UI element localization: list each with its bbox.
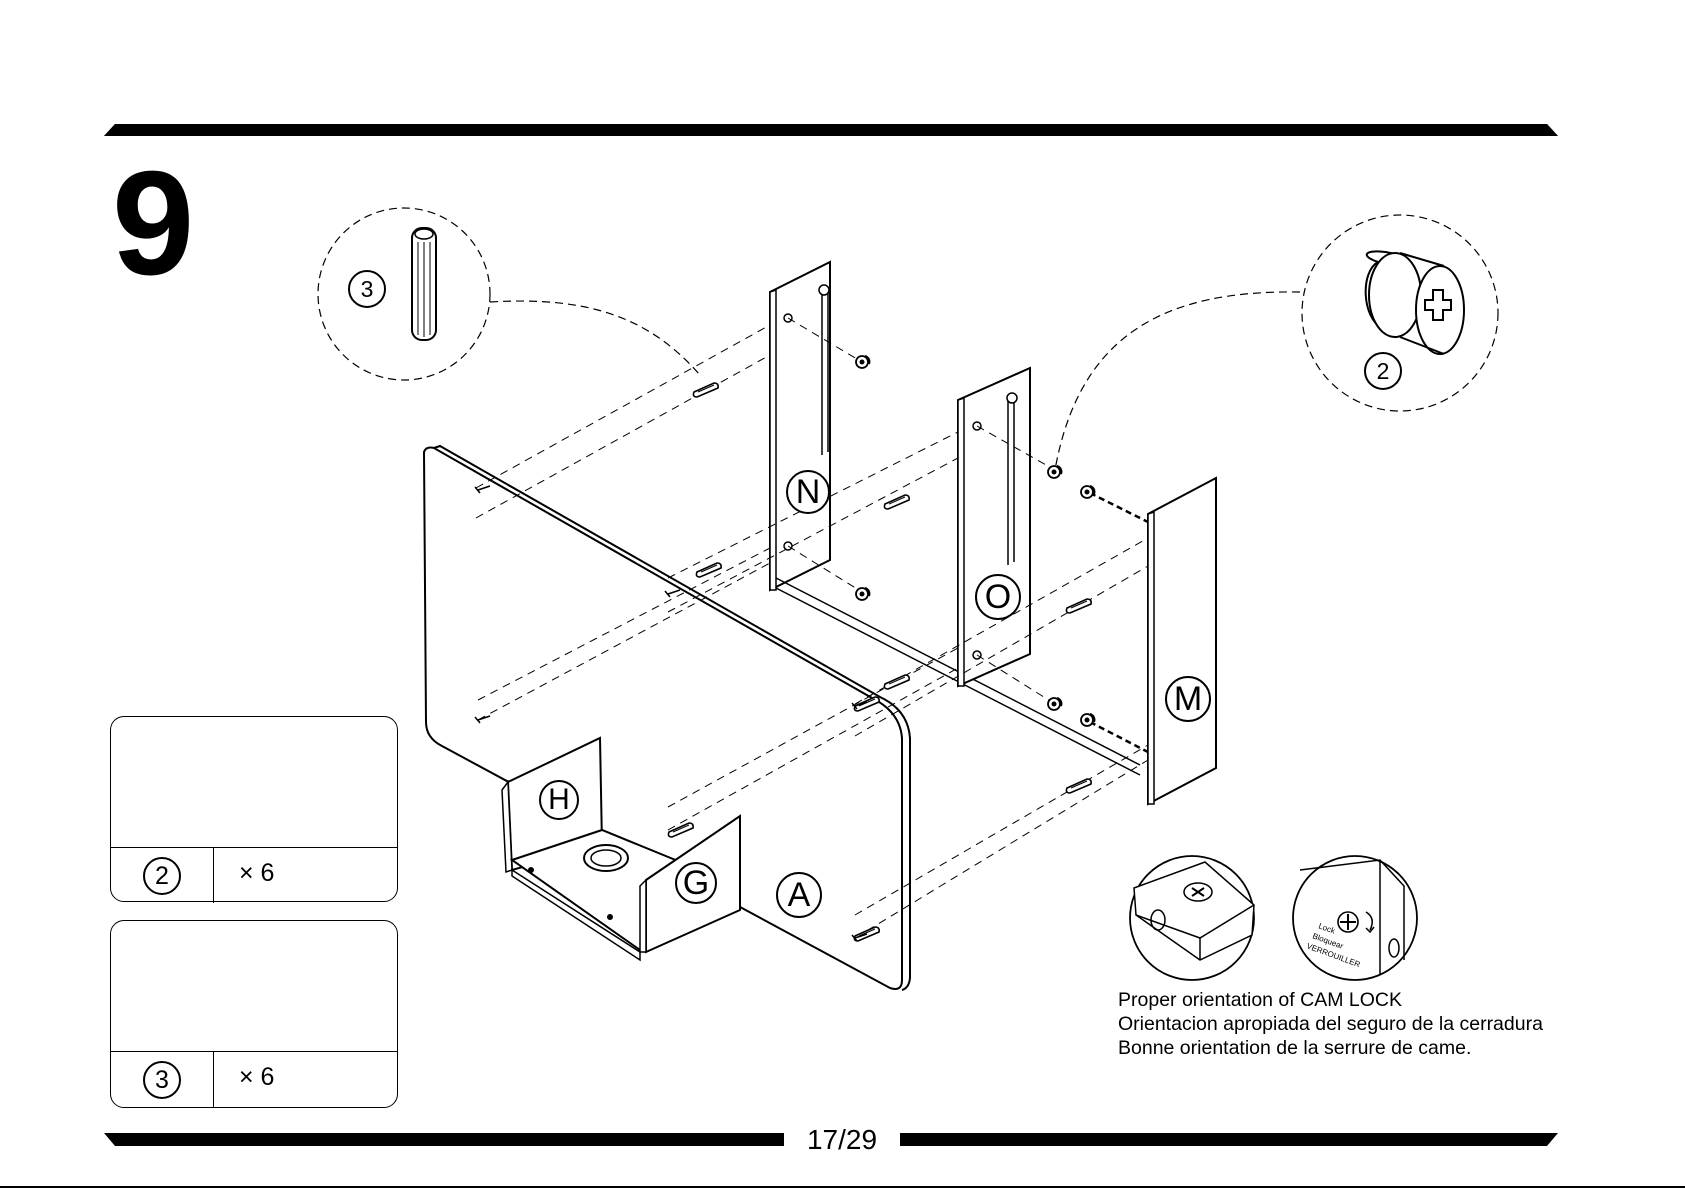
part-quantity: × 6: [239, 859, 274, 888]
top-rule: [104, 124, 1558, 136]
panel-a-label: A: [776, 872, 822, 918]
panel-n: [770, 262, 830, 590]
part-id-badge: 3: [143, 1061, 181, 1099]
parts-box-row: 2 × 6: [111, 847, 397, 903]
step-number: 9: [112, 150, 190, 298]
cam-arrows: [1090, 493, 1148, 752]
cam-lock-callout: [1055, 215, 1498, 470]
panel-o: [958, 368, 1030, 686]
panel-n-label: N: [786, 470, 830, 514]
parts-box-picture: [111, 717, 397, 848]
dowel-callout-badge: 3: [348, 270, 386, 308]
parts-box-picture: [111, 921, 397, 1052]
part-id-cell: 2: [111, 847, 214, 903]
caption-line-en: Proper orientation of CAM LOCK: [1118, 988, 1543, 1012]
cam-orientation-detail-2: Lock Bloquear VERROUILLER: [1293, 856, 1417, 980]
caption-line-es: Orientacion apropiada del seguro de la c…: [1118, 1012, 1543, 1036]
cam-lock-callout-badge: 2: [1364, 352, 1402, 390]
parts-box-row: 3 × 6: [111, 1051, 397, 1107]
cam-orientation-detail-1: [1130, 856, 1254, 980]
panel-m-label: M: [1165, 676, 1211, 722]
part-id-badge: 2: [143, 857, 181, 895]
parts-box-cam-lock: 2 × 6: [110, 716, 398, 902]
cam-lock-caption: Proper orientation of CAM LOCK Orientaci…: [1118, 988, 1543, 1060]
panel-m: [1148, 478, 1216, 804]
parts-box-dowel: 3 × 6: [110, 920, 398, 1108]
dowel-large-icon: [412, 228, 436, 340]
panel-g-label: G: [675, 862, 717, 904]
panel-o-label: O: [975, 574, 1021, 620]
caption-line-fr: Bonne orientation de la serrure de came.: [1118, 1036, 1543, 1060]
page-number: 17/29: [784, 1122, 900, 1158]
cam-lock-large-icon: [1366, 251, 1464, 354]
part-id-cell: 3: [111, 1051, 214, 1107]
panel-h-label: H: [539, 780, 579, 820]
part-quantity: × 6: [239, 1063, 274, 1092]
